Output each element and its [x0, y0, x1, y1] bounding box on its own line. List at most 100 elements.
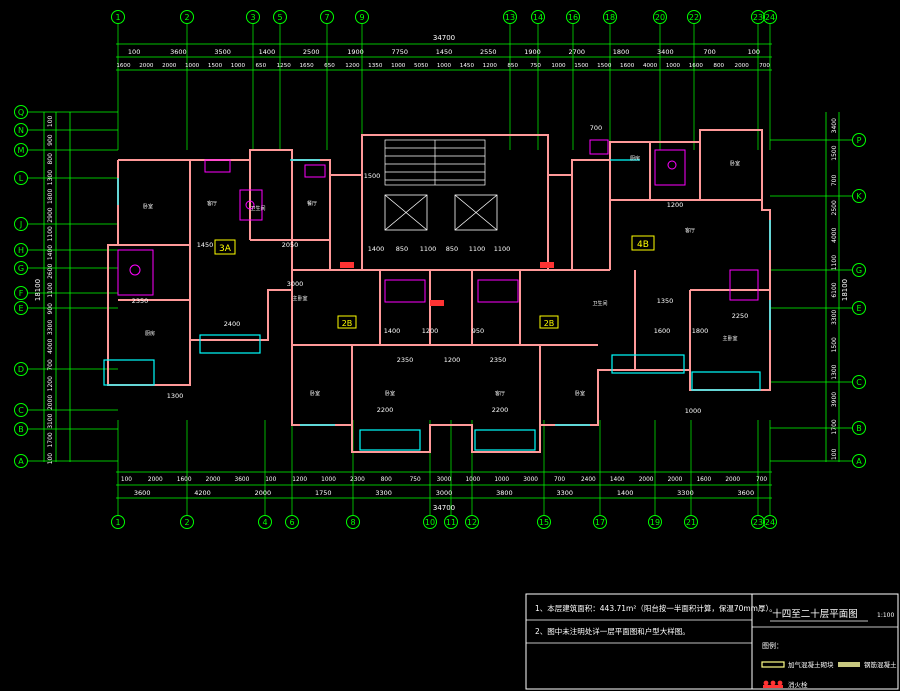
dimension-value: 1100: [831, 255, 838, 270]
left-total-dimension: 18100: [34, 279, 42, 301]
left-axis-bubble: [14, 286, 28, 300]
dimension-value: 650: [324, 63, 335, 69]
interior-dim: 2200: [377, 406, 394, 414]
unit-label-2b-left: 2B: [342, 319, 353, 328]
interior-dim: 1200: [422, 327, 439, 335]
notes-and-title-block: 1、本层建筑面积：443.71m²（阳台按一半面积计算，保温70mm厚）。 2、…: [525, 593, 899, 690]
sanitary-fixtures: [117, 139, 759, 303]
dimension-value: 750: [530, 63, 541, 69]
top-axis-bubble: [687, 10, 701, 24]
left-axis-bubble: [14, 123, 28, 137]
bottom-axis-label: 11: [446, 518, 456, 527]
interior-dim: 1100: [420, 245, 437, 253]
dimension-value: 1000: [666, 63, 681, 69]
dimension-value: 700: [756, 477, 767, 483]
room-label: 主卧室: [722, 335, 737, 342]
dimension-value: 100: [121, 477, 132, 483]
dimension-value: 100: [831, 448, 838, 460]
left-axis-bubble: [14, 362, 28, 376]
right-axis-bubble: [852, 301, 866, 315]
top-axis-label: 1: [115, 13, 120, 22]
title-block-frame: [525, 593, 899, 690]
bottom-axis-bubble: [537, 515, 551, 529]
dimension-value: 1300: [831, 364, 838, 379]
dimension-value: 4000: [831, 227, 838, 242]
right-axis-bubble: [852, 189, 866, 203]
room-label: 卧室: [310, 390, 320, 397]
drawing-scale: 1:100: [877, 612, 894, 619]
dimension-value: 2000: [735, 63, 750, 69]
dimension-value: 1500: [574, 63, 589, 69]
right-axis-bubble: [852, 421, 866, 435]
right-axis-label: C: [856, 378, 862, 387]
left-axis-label: L: [19, 174, 24, 183]
dimension-value: 800: [713, 63, 724, 69]
dimension-value: 1700: [831, 419, 838, 434]
dimension-value: 1250: [277, 63, 292, 69]
interior-dim: 2250: [732, 312, 749, 320]
dimension-value: 1450: [460, 63, 475, 69]
top-axis-bubble: [355, 10, 369, 24]
interior-dim: 1600: [654, 327, 671, 335]
dimension-value: 7750: [391, 48, 408, 56]
dimension-value: 100: [265, 477, 276, 483]
right-axis-bubble: [852, 263, 866, 277]
top-total-dimension: 34700: [433, 34, 455, 42]
top-axis-bubble: [180, 10, 194, 24]
bottom-axis-bubble: [180, 515, 194, 529]
dimension-value: 1500: [208, 63, 223, 69]
bottom-axis-bubble: [465, 515, 479, 529]
left-axis-bubble: [14, 243, 28, 257]
legend-swatch-aerated-block: [761, 661, 785, 668]
dimension-value: 1100: [47, 226, 54, 241]
interior-dim: 2350: [132, 297, 149, 305]
interior-dimensions: 1400 850 1100 850 1100 1100 1450 2050 12…: [132, 124, 749, 415]
dimension-value: 100: [47, 453, 54, 465]
dimension-value: 1000: [231, 63, 246, 69]
dimension-value: 2500: [831, 200, 838, 215]
dimension-value: 2000: [148, 477, 163, 483]
room-label: 卧室: [730, 160, 740, 167]
right-total-dimension: 18100: [841, 279, 849, 301]
top-axis-label: 13: [505, 13, 515, 22]
dimension-value: 5050: [414, 63, 429, 69]
right-axis-bubble: [852, 133, 866, 147]
dimension-value: 1400: [259, 48, 276, 56]
dimension-value: 2000: [725, 477, 740, 483]
note-2: 2、图中未注明处详一层平面图和户型大样图。: [535, 626, 690, 636]
dimension-value: 3300: [47, 320, 54, 335]
top-axis-label: 2: [184, 13, 189, 22]
interior-dim: 2200: [492, 406, 509, 414]
dimension-value: 1200: [345, 63, 360, 69]
bottom-axis-bubble: [258, 515, 272, 529]
dimension-value: 1800: [613, 48, 630, 56]
dimension-value: 2400: [581, 477, 596, 483]
top-axis-label: 22: [689, 13, 699, 22]
dimension-value: 1900: [347, 48, 364, 56]
dimension-value: 1500: [831, 145, 838, 160]
dimension-value: 2000: [206, 477, 221, 483]
bottom-axis-label: 15: [539, 518, 549, 527]
dimension-value: 1650: [299, 63, 314, 69]
bottom-axis-label: 21: [686, 518, 696, 527]
dimension-value: 850: [507, 63, 518, 69]
dimension-value: 2600: [47, 263, 54, 278]
right-axis-label: A: [856, 457, 862, 466]
dimension-value: 2000: [139, 63, 154, 69]
interior-dim: 1500: [364, 172, 381, 180]
dimension-value: 2000: [47, 395, 54, 410]
dimension-value: 1600: [177, 477, 192, 483]
left-axis-label: D: [18, 365, 24, 374]
drawing-title: 十四至二十层平面图: [772, 608, 858, 620]
interior-dim: 2050: [282, 241, 299, 249]
stair-core: [384, 139, 486, 186]
interior-dim: 700: [590, 124, 602, 132]
dimension-value: 3500: [214, 48, 231, 56]
note-1: 1、本层建筑面积：443.71m²（阳台按一半面积计算，保温70mm厚）。: [535, 603, 777, 613]
bottom-axis-bubble: [648, 515, 662, 529]
